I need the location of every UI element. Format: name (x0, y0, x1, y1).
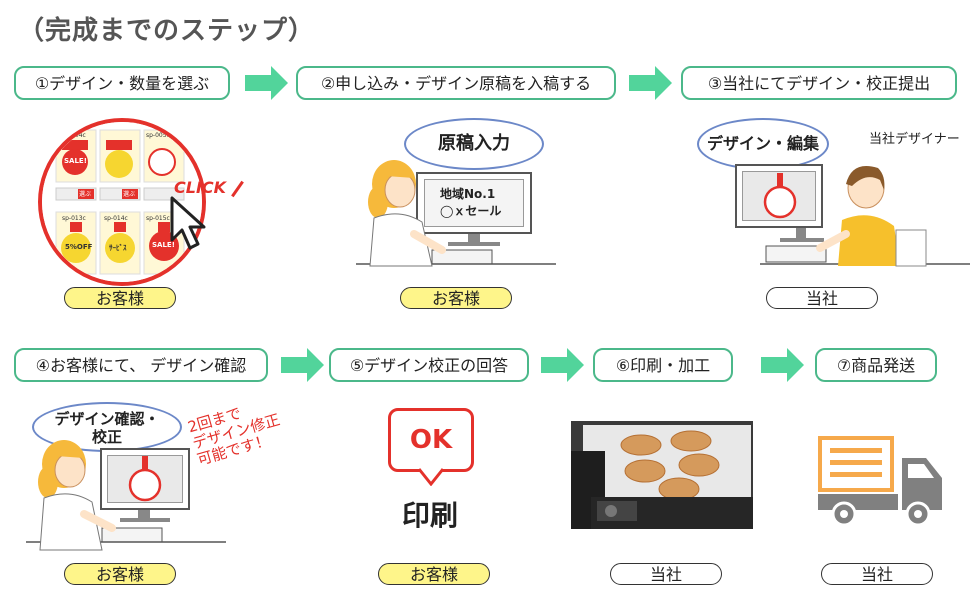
tag-text: ｻｰﾋﾞｽ (109, 244, 127, 252)
step-4-box: ④お客様にて、 デザイン確認 (14, 348, 268, 382)
bubble-line-1: デザイン確認・ (54, 410, 160, 428)
ok-bubble: OK (388, 408, 474, 472)
speech-bubble: 原稿入力 (404, 118, 544, 170)
truck-icon (818, 436, 942, 527)
printer-photo (571, 421, 753, 529)
tag-icon (763, 173, 797, 219)
speech-bubble: デザイン・編集 (697, 118, 829, 170)
customer-badge: お客様 (64, 287, 176, 309)
customer-badge: お客様 (400, 287, 512, 309)
step-5-box: ⑤デザイン校正の回答 (329, 348, 529, 382)
tag-text: 5%OFF (65, 243, 93, 251)
step-1-box: ①デザイン・数量を選ぶ (14, 66, 230, 100)
screen-text-1: 地域No.1 (440, 187, 496, 201)
product-code: sp-014c (104, 215, 128, 222)
product-code: sp-013c (62, 215, 86, 222)
monitor-icon (100, 448, 190, 510)
select-button-label: 選ぶ (79, 191, 92, 198)
page-title: （完成までのステップ） (18, 16, 316, 46)
product-code: sp-004c (62, 132, 86, 139)
customer-woman-illustration (356, 160, 556, 267)
step-3-box: ③当社にてデザイン・校正提出 (681, 66, 957, 100)
tag-icon (128, 456, 162, 502)
bubble-line-2: 校正 (91, 428, 122, 446)
mouse-cursor-icon (170, 196, 206, 250)
bubble-tail-icon (418, 468, 444, 486)
tag-text: SALE! (64, 157, 87, 165)
product-catalog-illustration: sp-004c sp-005c sp-013c sp-014c sp-015c … (38, 118, 206, 286)
tag-text: SALE! (152, 241, 175, 249)
step-2-box: ②申し込み・デザイン原稿を入稿する (296, 66, 616, 100)
company-badge: 当社 (766, 287, 878, 309)
screen-text-2: ◯ｘセール (440, 204, 502, 218)
click-label: CLICK (174, 178, 227, 197)
customer-badge: お客様 (378, 563, 490, 585)
step-6-box: ⑥印刷・加工 (593, 348, 733, 382)
select-button-label: 選ぶ (123, 191, 136, 198)
customer-woman-illustration (26, 440, 226, 551)
company-badge: 当社 (821, 563, 933, 585)
click-mark (231, 180, 244, 198)
company-badge: 当社 (610, 563, 722, 585)
step-7-box: ⑦商品発送 (815, 348, 937, 382)
print-label: 印刷 (402, 499, 459, 532)
product-code: sp-005c (146, 132, 170, 139)
designer-man-illustration (760, 166, 970, 267)
ok-label: OK (409, 425, 453, 455)
monitor-icon (735, 164, 823, 228)
designer-label: 当社デザイナー (869, 132, 960, 147)
monitor-icon: 地域No.1 ◯ｘセール (416, 172, 532, 234)
customer-badge: お客様 (64, 563, 176, 585)
product-code: sp-015c (146, 215, 170, 222)
